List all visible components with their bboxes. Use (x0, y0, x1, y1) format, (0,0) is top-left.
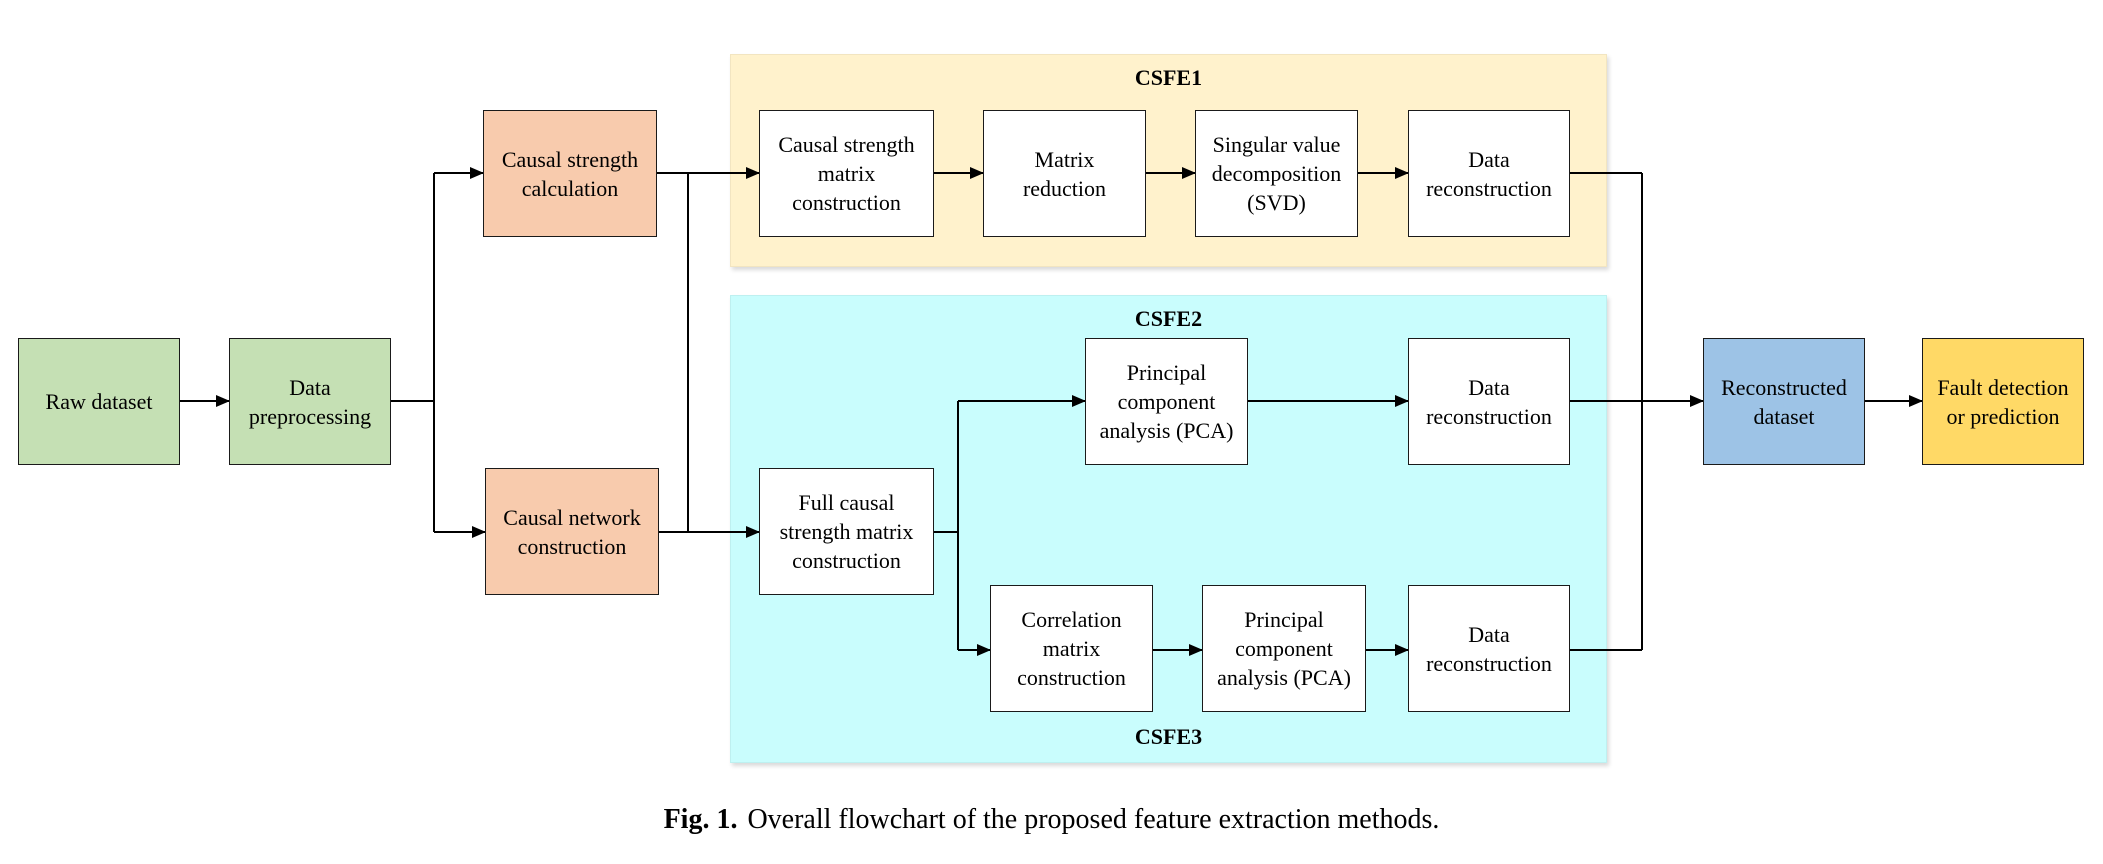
caption-text: Overall flowchart of the proposed featur… (747, 804, 1440, 835)
csfe3-title: CSFE3 (1134, 724, 1203, 749)
pca-2-node: Principal component analysis (PCA) (1202, 585, 1366, 712)
csfe1-title: CSFE1 (1134, 65, 1203, 90)
csfe2-title: CSFE2 (1134, 306, 1203, 331)
causal-strength-calculation-node: Causal strength calculation (483, 110, 657, 237)
svd-node: Singular value decomposition (SVD) (1195, 110, 1358, 237)
causal-network-construction-node: Causal network construction (485, 468, 659, 595)
caption-label: Fig. 1. (663, 804, 738, 835)
data-preprocessing-node: Data preprocessing (229, 338, 391, 465)
data-reconstruction-1-node: Data reconstruction (1408, 110, 1570, 237)
data-reconstruction-3-node: Data reconstruction (1408, 585, 1570, 712)
correlation-matrix-construction-node: Correlation matrix construction (990, 585, 1153, 712)
data-reconstruction-2-node: Data reconstruction (1408, 338, 1570, 465)
causal-strength-matrix-construction-node: Causal strength matrix construction (759, 110, 934, 237)
figure-caption: Fig. 1. Overall flowchart of the proposed… (0, 804, 2103, 836)
reconstructed-dataset-node: Reconstructed dataset (1703, 338, 1865, 465)
matrix-reduction-node: Matrix reduction (983, 110, 1146, 237)
raw-dataset-node: Raw dataset (18, 338, 180, 465)
fault-detection-node: Fault detection or prediction (1922, 338, 2084, 465)
pca-1-node: Principal component analysis (PCA) (1085, 338, 1248, 465)
full-causal-strength-matrix-node: Full causal strength matrix construction (759, 468, 934, 595)
